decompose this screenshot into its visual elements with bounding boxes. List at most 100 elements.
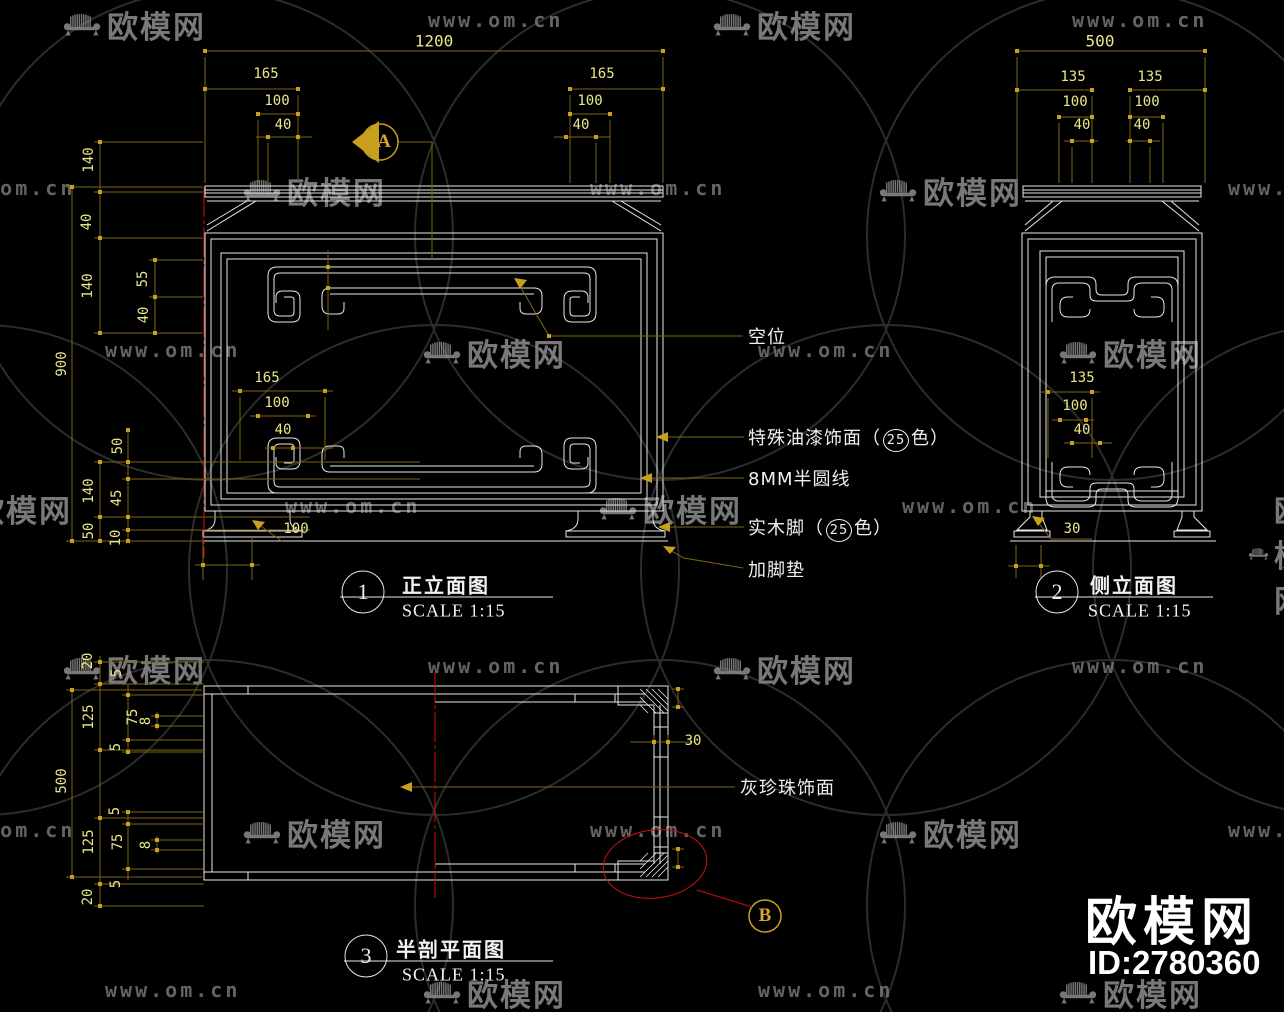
dim-front-left-40a: 40 bbox=[79, 213, 95, 231]
dim-plan-bottom-5a: 5 bbox=[107, 806, 123, 816]
dim-front-foot-100: 100 bbox=[283, 521, 309, 537]
watermark-logo: 欧模网 bbox=[878, 810, 1022, 855]
dim-front-left-140a: 140 bbox=[81, 147, 97, 173]
watermark-url: www.om.cn bbox=[428, 8, 564, 32]
label-special-paint-post: 色） bbox=[911, 428, 949, 449]
dim-front-left-10: 10 bbox=[108, 529, 124, 547]
watermark-logo: 欧模网 bbox=[1058, 970, 1202, 1012]
watermark-url: www.om.cn bbox=[1228, 818, 1284, 842]
dim-side-inner-100: 100 bbox=[1062, 398, 1088, 414]
watermark-logo: 欧模网 bbox=[422, 970, 566, 1012]
dim-front-left-40b: 40 bbox=[136, 306, 152, 324]
dim-plan-stile-30: 30 bbox=[684, 733, 702, 749]
view-title-plan: 半剖平面图 bbox=[396, 937, 506, 962]
label-special-paint-pre: 特殊油漆饰面（ bbox=[748, 428, 881, 449]
view-scale-front: SCALE 1:15 bbox=[402, 600, 506, 621]
dim-plan-bottom-5b: 5 bbox=[108, 879, 124, 889]
dim-front-top-left-100: 100 bbox=[264, 93, 290, 109]
dim-front-left-45: 45 bbox=[109, 489, 125, 507]
view-number-3: 3 bbox=[360, 943, 372, 968]
dim-front-top-left-165: 165 bbox=[253, 66, 279, 82]
site-logo: 欧模网 bbox=[1085, 893, 1260, 953]
watermark-logo: 欧模网 bbox=[422, 330, 566, 375]
dim-front-left-900: 900 bbox=[54, 351, 70, 377]
view-scale-side: SCALE 1:15 bbox=[1088, 600, 1192, 621]
watermark-url: www.om.cn bbox=[105, 978, 241, 1002]
model-id: ID:2780360 bbox=[1088, 944, 1261, 981]
dim-side-inner-135: 135 bbox=[1069, 370, 1095, 386]
watermark-url: www.om.cn bbox=[758, 338, 894, 362]
dim-plan-bottom-8: 8 bbox=[138, 840, 154, 850]
view-title-front: 正立面图 bbox=[402, 573, 490, 598]
label-wood-leg-post: 色） bbox=[854, 518, 892, 539]
dim-front-left-50a: 50 bbox=[110, 437, 126, 455]
label-empty-slot: 空位 bbox=[748, 327, 786, 348]
dim-side-inner-40: 40 bbox=[1073, 422, 1091, 438]
dim-front-left-55: 55 bbox=[135, 270, 151, 288]
watermark-url: www.om.cn bbox=[105, 338, 241, 362]
watermark-logo: 欧模网 bbox=[62, 2, 206, 47]
watermark-logo: 欧模网 bbox=[0, 494, 72, 530]
watermark-url: www.om.cn bbox=[590, 176, 726, 200]
detail-marker-b: B bbox=[758, 905, 772, 926]
watermark-logo: 欧模网 bbox=[712, 2, 856, 47]
watermark-logo: 欧模网 bbox=[598, 486, 742, 531]
dim-plan-top-5b: 5 bbox=[108, 742, 124, 752]
dim-front-top-right-100: 100 bbox=[577, 93, 603, 109]
dim-front-left-50b: 50 bbox=[81, 522, 97, 540]
dim-side-100-right: 100 bbox=[1134, 94, 1160, 110]
dim-plan-bottom-125: 125 bbox=[81, 829, 97, 855]
dim-front-inner-100: 100 bbox=[264, 395, 290, 411]
watermark-url: www.om.cn bbox=[902, 494, 1038, 518]
dim-front-inner-40: 40 bbox=[274, 422, 292, 438]
view-title-side: 侧立面图 bbox=[1090, 573, 1178, 598]
label-foot-pad: 加脚垫 bbox=[748, 560, 805, 581]
dim-side-foot-30: 30 bbox=[1063, 521, 1081, 537]
watermark-url: www.om.cn bbox=[1072, 654, 1208, 678]
watermark-logo: 欧模网 bbox=[242, 168, 386, 213]
paint-color-code-circle: 25 bbox=[883, 429, 909, 452]
watermark-url: www.om.cn bbox=[428, 654, 564, 678]
dim-plan-bottom-20: 20 bbox=[80, 888, 96, 906]
watermark-logo: 欧模网 bbox=[242, 810, 386, 855]
dim-front-top-right-165: 165 bbox=[589, 66, 615, 82]
watermark-logo: 欧模网 bbox=[712, 646, 856, 691]
dim-front-overall-width: 1200 bbox=[414, 31, 454, 51]
view-number-1: 1 bbox=[357, 579, 369, 604]
dim-side-135-right: 135 bbox=[1137, 69, 1163, 85]
section-marker-a: A bbox=[377, 131, 391, 152]
dim-side-40-left: 40 bbox=[1073, 117, 1091, 133]
watermark-url: www.om.cn bbox=[285, 494, 421, 518]
label-grey-pearl-finish: 灰珍珠饰面 bbox=[740, 778, 835, 799]
dim-side-40-right: 40 bbox=[1133, 117, 1151, 133]
dim-plan-left-500: 500 bbox=[54, 768, 70, 794]
watermark-url: www.om.cn bbox=[758, 978, 894, 1002]
dim-side-135-left: 135 bbox=[1060, 69, 1086, 85]
dim-plan-top-8: 8 bbox=[138, 716, 154, 726]
dim-side-100-left: 100 bbox=[1062, 94, 1088, 110]
watermark-url: www.om.cn bbox=[0, 176, 76, 200]
dim-front-left-140c: 140 bbox=[81, 478, 97, 504]
label-half-round-moulding: 8MM半圆线 bbox=[748, 469, 851, 490]
view-scale-plan: SCALE 1:15 bbox=[402, 964, 506, 985]
watermark-logo: 欧模网 bbox=[1248, 486, 1284, 621]
dim-front-top-right-40: 40 bbox=[572, 117, 590, 133]
watermark-url: www.om.cn bbox=[0, 818, 76, 842]
watermark-url: www.om.cn bbox=[1228, 176, 1284, 200]
watermark-url: www.om.cn bbox=[1072, 8, 1208, 32]
dim-front-inner-165: 165 bbox=[254, 370, 280, 386]
dim-side-overall-width: 500 bbox=[1085, 31, 1115, 51]
leg-color-code-circle: 25 bbox=[826, 519, 852, 542]
dim-plan-top-125: 125 bbox=[81, 704, 97, 730]
dim-front-top-left-40: 40 bbox=[274, 117, 292, 133]
dim-front-left-140b: 140 bbox=[80, 273, 96, 299]
view-number-2: 2 bbox=[1051, 579, 1063, 604]
dim-plan-top-20: 20 bbox=[80, 652, 96, 670]
label-wood-leg-pre: 实木脚（ bbox=[748, 518, 824, 539]
dim-plan-top-5a: 5 bbox=[109, 668, 125, 678]
